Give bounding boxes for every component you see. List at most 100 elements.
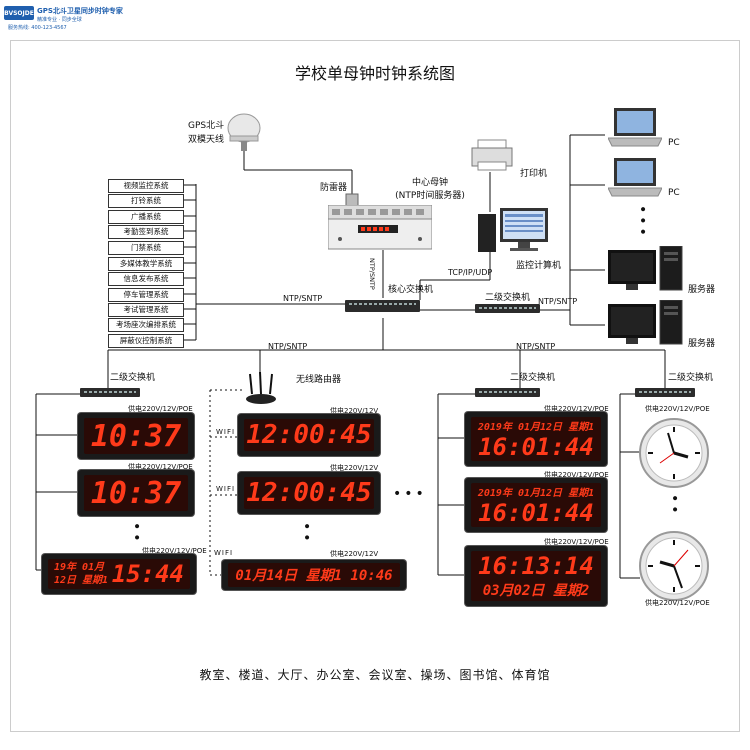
logo-line3: 服务热线: 400-123-4567 bbox=[8, 25, 67, 31]
pc-label-1: PC bbox=[668, 138, 680, 148]
clock-7-screen: 2019年 01月12日 星期1 16:01:44 bbox=[471, 417, 601, 461]
digital-clock-4: 12:00:45 bbox=[238, 414, 380, 456]
secondary-switch-right-icon bbox=[635, 388, 695, 397]
digital-clock-2: 10:37 bbox=[78, 470, 194, 516]
power-label-c8: 供电220V/12V/POE bbox=[544, 471, 609, 479]
digital-clock-5: 12:00:45 bbox=[238, 472, 380, 514]
ntp-label-right: NTP/SNTP bbox=[538, 297, 578, 306]
digital-clock-8: 2019年 01月12日 星期1 16:01:44 bbox=[465, 478, 607, 532]
clock-9-date: 03月02日 星期2 bbox=[482, 583, 590, 599]
master-clock-label-1: 中心母钟 bbox=[411, 178, 448, 188]
power-label-c2: 供电220V/12V/POE bbox=[128, 463, 193, 471]
clock-1-time: 10:37 bbox=[84, 418, 188, 454]
clock-3-date-mid: 12日 星期1 bbox=[54, 575, 109, 586]
gps-label-1: GPS北斗 bbox=[188, 121, 225, 131]
clock-8-screen: 2019年 01月12日 星期1 16:01:44 bbox=[471, 483, 601, 527]
logo-line2: 精准专业 · 同步全球 bbox=[37, 17, 82, 23]
clock-7-date: 2019年 01月12日 星期1 bbox=[477, 421, 595, 433]
secondary-switch-mid-label: 二级交换机 bbox=[510, 373, 556, 383]
system-item-8: 考试管理系统 bbox=[108, 303, 184, 317]
digital-clock-6: 01月14日 星期1 10:46 bbox=[222, 560, 406, 590]
tcp-label: TCP/IP/UDP bbox=[448, 268, 493, 277]
clock-9-screen: 16:13:14 03月02日 星期2 bbox=[471, 551, 601, 601]
power-label-c5: 供电220V/12V bbox=[330, 464, 379, 472]
lightning-label: 防雷器 bbox=[320, 183, 348, 193]
system-item-1: 打铃系统 bbox=[108, 194, 184, 208]
ntp-label-bus-left: NTP/SNTP bbox=[268, 342, 308, 351]
column1-more-dots: •• bbox=[128, 522, 144, 545]
clock-6-display: 01月14日 星期1 10:46 bbox=[228, 563, 400, 587]
ntp-label-left: NTP/SNTP bbox=[283, 294, 323, 303]
power-label-c1: 供电220V/12V/POE bbox=[128, 405, 193, 413]
pc-label-2: PC bbox=[668, 188, 680, 198]
secondary-switch-left-icon bbox=[80, 388, 140, 397]
logo-line1: GPS北斗卫星同步时钟专家 bbox=[37, 7, 123, 15]
secondary-switch-top-label: 二级交换机 bbox=[485, 293, 531, 303]
digital-clock-3: 19年 01月 12日 星期1 15:44 bbox=[42, 554, 196, 594]
master-clock-label-2: (NTP时间服务器) bbox=[395, 191, 465, 201]
monitor-computer-icon bbox=[478, 208, 548, 252]
diagram-frame bbox=[10, 40, 740, 732]
digital-clock-1: 10:37 bbox=[78, 413, 194, 459]
system-item-4: 门禁系统 bbox=[108, 241, 184, 255]
ntp-label-bus-right: NTP/SNTP bbox=[516, 342, 556, 351]
system-item-5: 多媒体教学系统 bbox=[108, 257, 184, 271]
company-logo: BVSOJDE GPS北斗卫星同步时钟专家 精准专业 · 同步全球 服务热线: … bbox=[4, 6, 124, 46]
secondary-switch-right-label: 二级交换机 bbox=[668, 373, 714, 383]
system-item-10: 屏蔽仪控制系统 bbox=[108, 334, 184, 348]
analog-clock-icon-2 bbox=[639, 531, 709, 601]
row-more-dots: ••• bbox=[393, 486, 427, 502]
secondary-switch-top-icon bbox=[475, 304, 540, 313]
logo-badge: BVSOJDE bbox=[4, 6, 34, 20]
system-item-2: 广播系统 bbox=[108, 210, 184, 224]
power-label-c4: 供电220V/12V bbox=[330, 407, 379, 415]
system-item-9: 考场座次编排系统 bbox=[108, 318, 184, 332]
power-label-a1: 供电220V/12V/POE bbox=[645, 405, 710, 413]
gps-label-2: 双模天线 bbox=[188, 135, 225, 145]
core-switch-icon bbox=[345, 300, 420, 312]
gps-antenna-icon bbox=[227, 113, 261, 151]
digital-clock-7: 2019年 01月12日 星期1 16:01:44 bbox=[465, 412, 607, 466]
footer-locations: 教室、楼道、大厅、办公室、会议室、操场、图书馆、体育馆 bbox=[199, 668, 551, 682]
laptop-icon-1 bbox=[608, 108, 662, 147]
master-clock-ntp-label: NTP/SNTP bbox=[368, 258, 376, 290]
analog-clock-icon-1 bbox=[639, 418, 709, 488]
clock-3-time: 15:44 bbox=[111, 560, 184, 588]
wifi-label-3: WIFI bbox=[214, 549, 234, 557]
core-switch-label: 核心交换机 bbox=[388, 285, 434, 295]
system-item-0: 视频监控系统 bbox=[108, 179, 184, 193]
secondary-switch-left-label: 二级交换机 bbox=[110, 373, 156, 383]
diagram-title: 学校单母钟时钟系统图 bbox=[294, 64, 455, 83]
power-label-c6: 供电220V/12V bbox=[330, 550, 379, 558]
pc-more-dots: ••• bbox=[634, 205, 650, 239]
wifi-label-2: WIFI bbox=[216, 485, 236, 493]
wireless-router-label: 无线路由器 bbox=[296, 375, 342, 385]
printer-icon bbox=[471, 139, 513, 171]
laptop-icon-2 bbox=[608, 158, 662, 197]
clock-5-time: 12:00:45 bbox=[244, 477, 374, 509]
wifi-label-1: WIFI bbox=[216, 428, 236, 436]
power-label-c3: 供电220V/12V/POE bbox=[142, 547, 207, 555]
digital-clock-9: 16:13:14 03月02日 星期2 bbox=[465, 546, 607, 606]
system-item-7: 停车管理系统 bbox=[108, 288, 184, 302]
master-clock-server-icon bbox=[328, 205, 432, 250]
power-label-c7: 供电220V/12V/POE bbox=[544, 405, 609, 413]
wireless-router-icon bbox=[246, 372, 276, 404]
clock-3-screen: 19年 01月 12日 星期1 15:44 bbox=[48, 559, 190, 589]
clock-8-date: 2019年 01月12日 星期1 bbox=[477, 487, 595, 499]
monitor-computer-label: 监控计算机 bbox=[516, 261, 562, 271]
server-icon-1 bbox=[608, 246, 683, 291]
server-label-1: 服务器 bbox=[688, 285, 716, 295]
clock-7-time: 16:01:44 bbox=[478, 432, 594, 461]
clock-8-time: 16:01:44 bbox=[478, 498, 594, 527]
clock-9-time: 16:13:14 bbox=[478, 552, 594, 580]
clock-3-date-top: 19年 01月 bbox=[54, 562, 105, 573]
column4-more-dots: •• bbox=[666, 494, 682, 517]
system-item-3: 考勤签到系统 bbox=[108, 225, 184, 239]
clock-2-time: 10:37 bbox=[84, 475, 188, 511]
printer-label: 打印机 bbox=[520, 169, 548, 179]
system-item-6: 信息发布系统 bbox=[108, 272, 184, 286]
clock-3-date-block: 19年 01月 12日 星期1 bbox=[54, 561, 108, 587]
server-icon-2 bbox=[608, 300, 683, 345]
